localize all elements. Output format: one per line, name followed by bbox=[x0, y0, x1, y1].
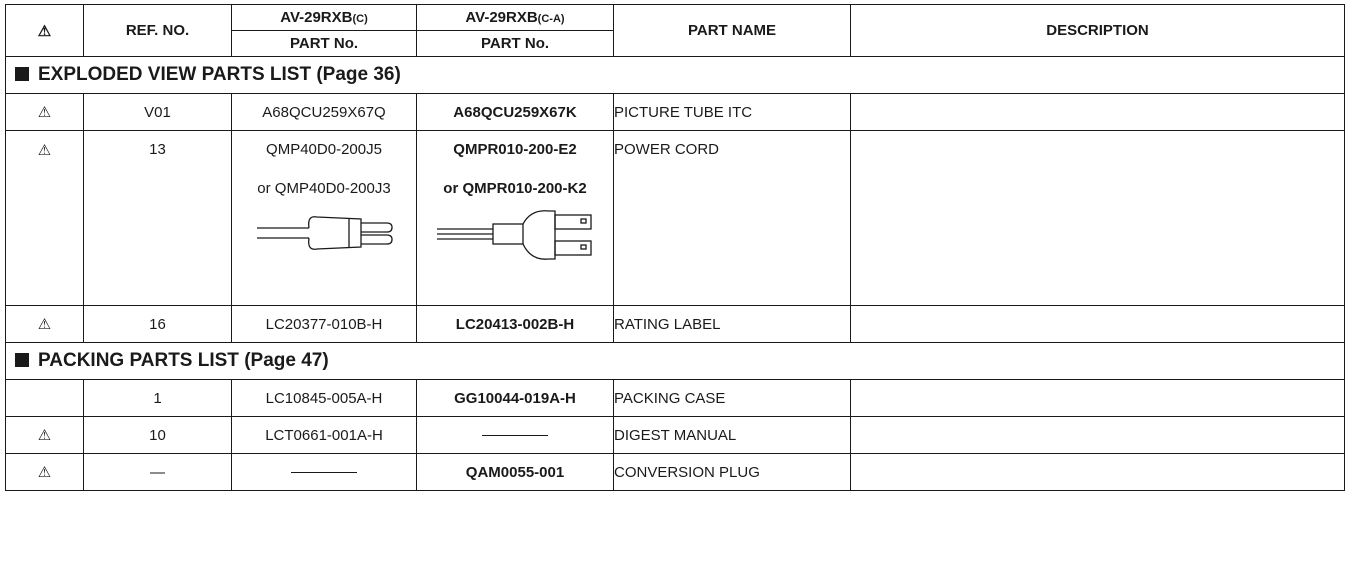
warning-icon: ⚠ bbox=[37, 464, 52, 481]
table-row: ⚠ 10 LCT0661-001A-H DIGEST MANUAL bbox=[5, 416, 1345, 454]
header-model2: AV-29RXB(C-A) bbox=[416, 4, 614, 31]
parts-list-table: ⚠ REF. NO. AV-29RXB(C) AV-29RXB(C-A) PAR… bbox=[5, 4, 1345, 491]
warning-icon: ⚠ bbox=[37, 427, 52, 444]
warning-icon: ⚠ bbox=[37, 316, 52, 333]
header-warning: ⚠ bbox=[5, 4, 84, 57]
header-part-no-1: PART No. bbox=[231, 30, 417, 57]
part-no-cell: QMPR010-200-E2 or QMPR010-200-K2 bbox=[416, 130, 614, 306]
header-model1: AV-29RXB(C) bbox=[231, 4, 417, 31]
ref-no-cell: — bbox=[83, 453, 232, 491]
description-cell bbox=[850, 453, 1345, 491]
ref-no-cell: 1 bbox=[83, 379, 232, 417]
part-name-cell: RATING LABEL bbox=[613, 305, 851, 343]
ref-no-cell: V01 bbox=[83, 93, 232, 131]
header-description: DESCRIPTION bbox=[850, 4, 1345, 57]
header-part-no-2: PART No. bbox=[416, 30, 614, 57]
table-row: ⚠ 16 LC20377-010B-H LC20413-002B-H RATIN… bbox=[5, 305, 1345, 343]
part-no-cell: LC10845-005A-H bbox=[231, 379, 417, 417]
part-no-cell: QAM0055-001 bbox=[416, 453, 614, 491]
part-no-cell: A68QCU259X67K bbox=[416, 93, 614, 131]
section-header: PACKING PARTS LIST (Page 47) bbox=[5, 342, 1345, 380]
header-part-name: PART NAME bbox=[613, 4, 851, 57]
description-cell bbox=[850, 130, 1345, 306]
table-row: 1 LC10845-005A-H GG10044-019A-H PACKING … bbox=[5, 379, 1345, 417]
part-no-cell: LC20413-002B-H bbox=[416, 305, 614, 343]
part-no-cell: GG10044-019A-H bbox=[416, 379, 614, 417]
part-no-cell: QMP40D0-200J5 or QMP40D0-200J3 bbox=[231, 130, 417, 306]
part-no-cell: LC20377-010B-H bbox=[231, 305, 417, 343]
description-cell bbox=[850, 379, 1345, 417]
section-title: EXPLODED VIEW PARTS LIST (Page 36) bbox=[38, 64, 401, 85]
part-name-cell: PACKING CASE bbox=[613, 379, 851, 417]
ref-no-cell: 13 bbox=[83, 130, 232, 306]
header-ref-no: REF. NO. bbox=[83, 4, 232, 57]
two-pin-plug-icon bbox=[257, 216, 393, 250]
dash-line-icon bbox=[482, 435, 548, 437]
warning-icon: ⚠ bbox=[37, 22, 52, 40]
dash-line-icon bbox=[291, 472, 357, 474]
warning-icon: ⚠ bbox=[37, 104, 52, 121]
ref-no-cell: 10 bbox=[83, 416, 232, 454]
part-no-cell bbox=[416, 416, 614, 454]
part-no-cell: LCT0661-001A-H bbox=[231, 416, 417, 454]
part-name-cell: DIGEST MANUAL bbox=[613, 416, 851, 454]
part-name-cell: POWER CORD bbox=[613, 130, 851, 306]
section-title: PACKING PARTS LIST (Page 47) bbox=[38, 350, 329, 371]
table-row: ⚠ 13 QMP40D0-200J5 or QMP40D0-200J3 bbox=[5, 130, 1345, 306]
description-cell bbox=[850, 305, 1345, 343]
black-square-icon bbox=[15, 353, 29, 367]
part-name-cell: PICTURE TUBE ITC bbox=[613, 93, 851, 131]
part-no-cell bbox=[231, 453, 417, 491]
table-row: ⚠ — QAM0055-001 CONVERSION PLUG bbox=[5, 453, 1345, 491]
flat-pin-plug-icon bbox=[437, 210, 592, 260]
table-row: ⚠ V01 A68QCU259X67Q A68QCU259X67K PICTUR… bbox=[5, 93, 1345, 131]
part-no-cell: A68QCU259X67Q bbox=[231, 93, 417, 131]
warning-icon: ⚠ bbox=[37, 142, 52, 159]
ref-no-cell: 16 bbox=[83, 305, 232, 343]
section-header: EXPLODED VIEW PARTS LIST (Page 36) bbox=[5, 56, 1345, 94]
black-square-icon bbox=[15, 67, 29, 81]
description-cell bbox=[850, 416, 1345, 454]
description-cell bbox=[850, 93, 1345, 131]
part-name-cell: CONVERSION PLUG bbox=[613, 453, 851, 491]
